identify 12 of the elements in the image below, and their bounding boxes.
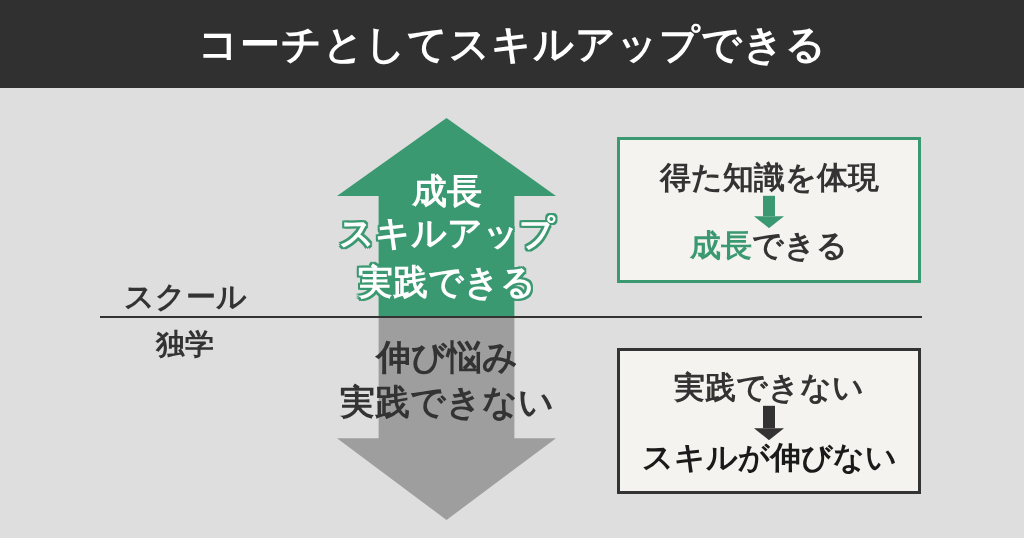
note-box bbox=[617, 137, 921, 283]
arrow-label: 成長 bbox=[411, 170, 482, 212]
title-text: コーチとしてスキルアップできる bbox=[197, 21, 827, 67]
side-label: 独学 bbox=[156, 328, 214, 362]
note-box bbox=[617, 348, 921, 494]
note-text: 得た知識を体現 bbox=[659, 160, 879, 196]
note-text: スキルが伸びない bbox=[641, 440, 897, 476]
arrow bbox=[754, 405, 784, 441]
note-text: 実践できない bbox=[674, 370, 864, 406]
arrow bbox=[754, 195, 784, 229]
side-label: スクール bbox=[123, 279, 247, 315]
note-text: 成長できる bbox=[690, 228, 848, 264]
